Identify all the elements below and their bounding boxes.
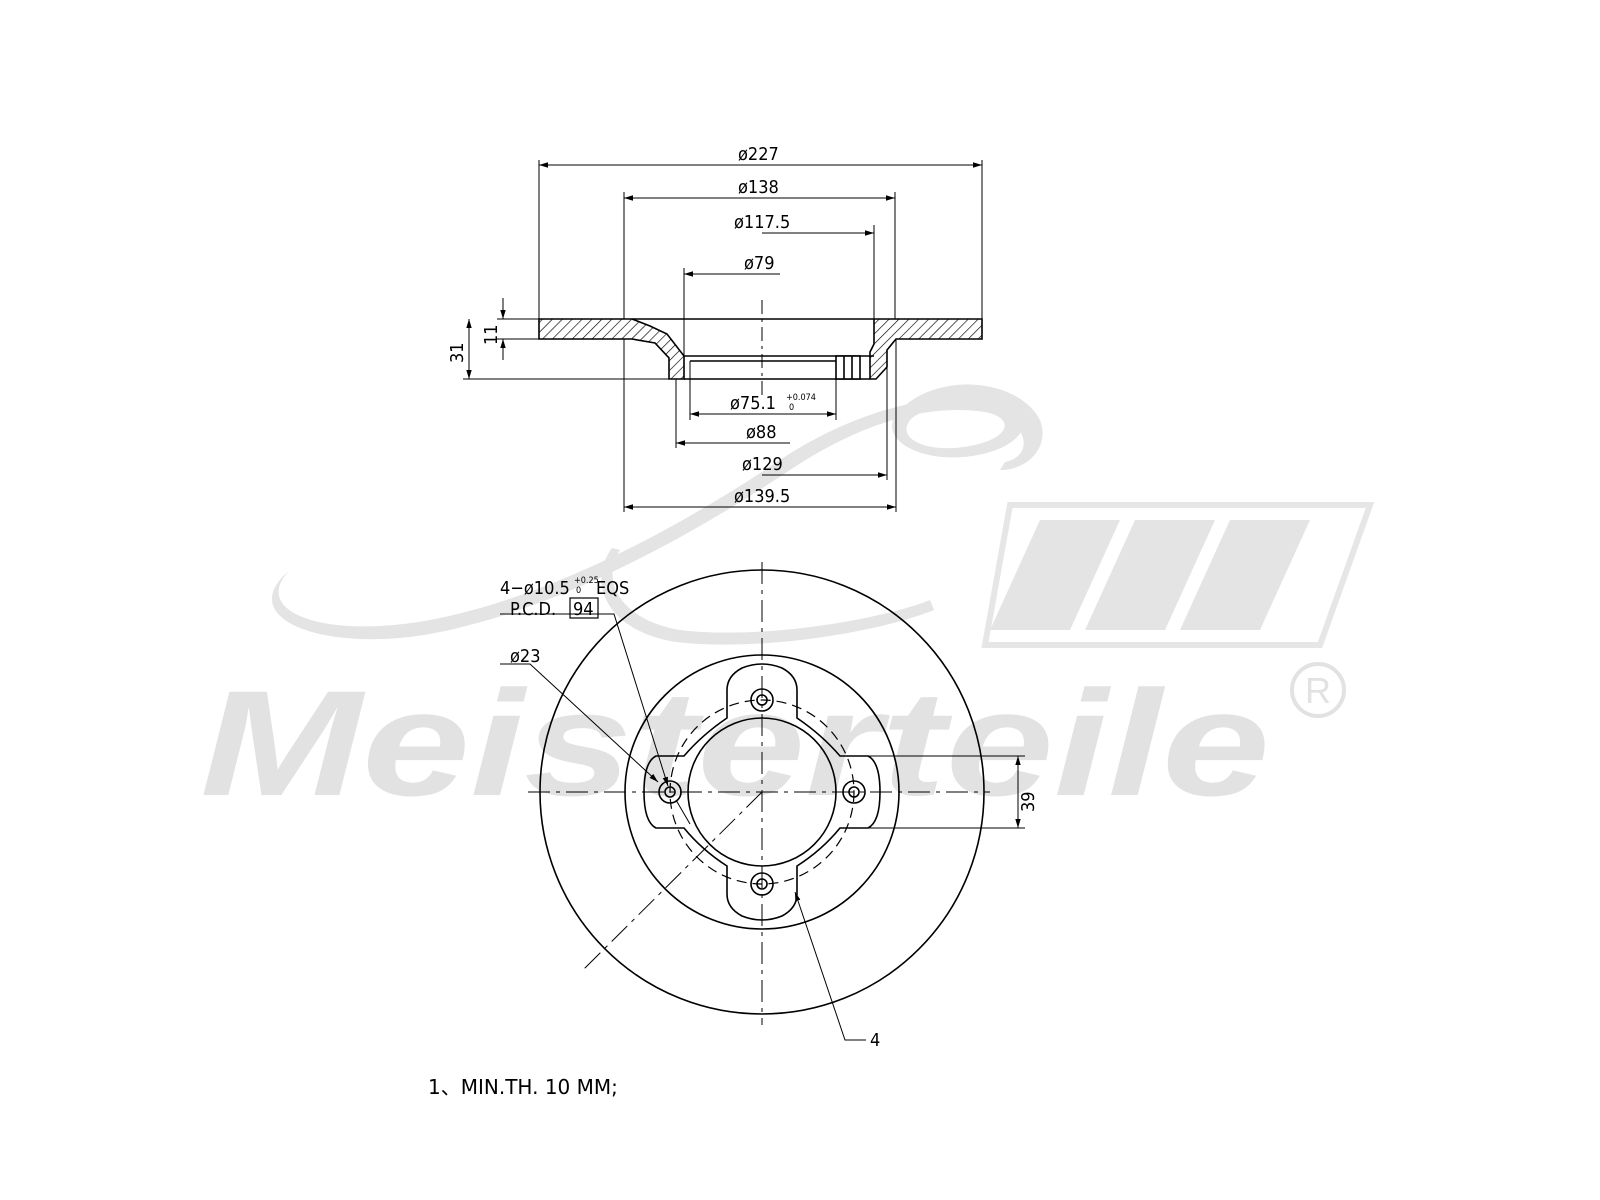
watermark-brand: Meisterteile	[200, 659, 1270, 827]
dim-outer-diameter: ø227	[738, 144, 779, 165]
dim-centre-bore-tol-upper: +0.074	[786, 393, 816, 403]
dim-height-31: 31	[447, 342, 468, 363]
bolt-hole-spec: 4−ø10.5	[500, 578, 570, 599]
watermark-swoosh	[271, 384, 1043, 640]
registered-mark-letter: R	[1305, 670, 1331, 711]
min-thickness-note: 1、MIN.TH. 10 MM;	[428, 1075, 618, 1099]
section-dimension-labels: ø227 ø138 ø117.5 ø79 11 31 ø75.1 +0.074 …	[447, 144, 816, 507]
boss-diameter-label: ø23	[510, 646, 541, 667]
watermark-stripes	[981, 502, 1375, 648]
dim-centre-bore: ø75.1	[730, 393, 776, 414]
dim-height-11: 11	[481, 324, 502, 345]
dim-138: ø138	[738, 177, 779, 198]
face-view-labels: 4−ø10.5 +0.25 0 EQS P.C.D. 94 ø23 39 4	[500, 576, 1039, 1051]
dim-139-5: ø139.5	[734, 486, 790, 507]
hub-flange-outline	[643, 663, 881, 921]
face-view	[500, 562, 1025, 1041]
watermark: Meisterteile R	[200, 384, 1375, 827]
bolt-hole-eqs: EQS	[596, 578, 629, 599]
pcd-label: P.C.D.	[510, 599, 556, 620]
watermark-loop	[601, 548, 934, 645]
dim-117-5: ø117.5	[734, 212, 790, 233]
dim-centre-bore-tol-lower: 0	[789, 403, 794, 413]
dim-offset-39: 39	[1018, 791, 1039, 812]
bolt-hole-tol-upper: +0.25	[574, 576, 599, 586]
pcd-value-box	[569, 597, 599, 619]
bolt-hole-tol-lower: 0	[576, 586, 581, 596]
dim-129: ø129	[742, 454, 783, 475]
dim-88: ø88	[746, 422, 777, 443]
pcd-value: 94	[573, 599, 594, 620]
dim-79: ø79	[744, 253, 775, 274]
hole-count-label: 4	[870, 1030, 880, 1051]
disc-cross-section	[538, 318, 685, 380]
registered-mark-icon	[1290, 662, 1346, 718]
section-view	[463, 160, 983, 512]
